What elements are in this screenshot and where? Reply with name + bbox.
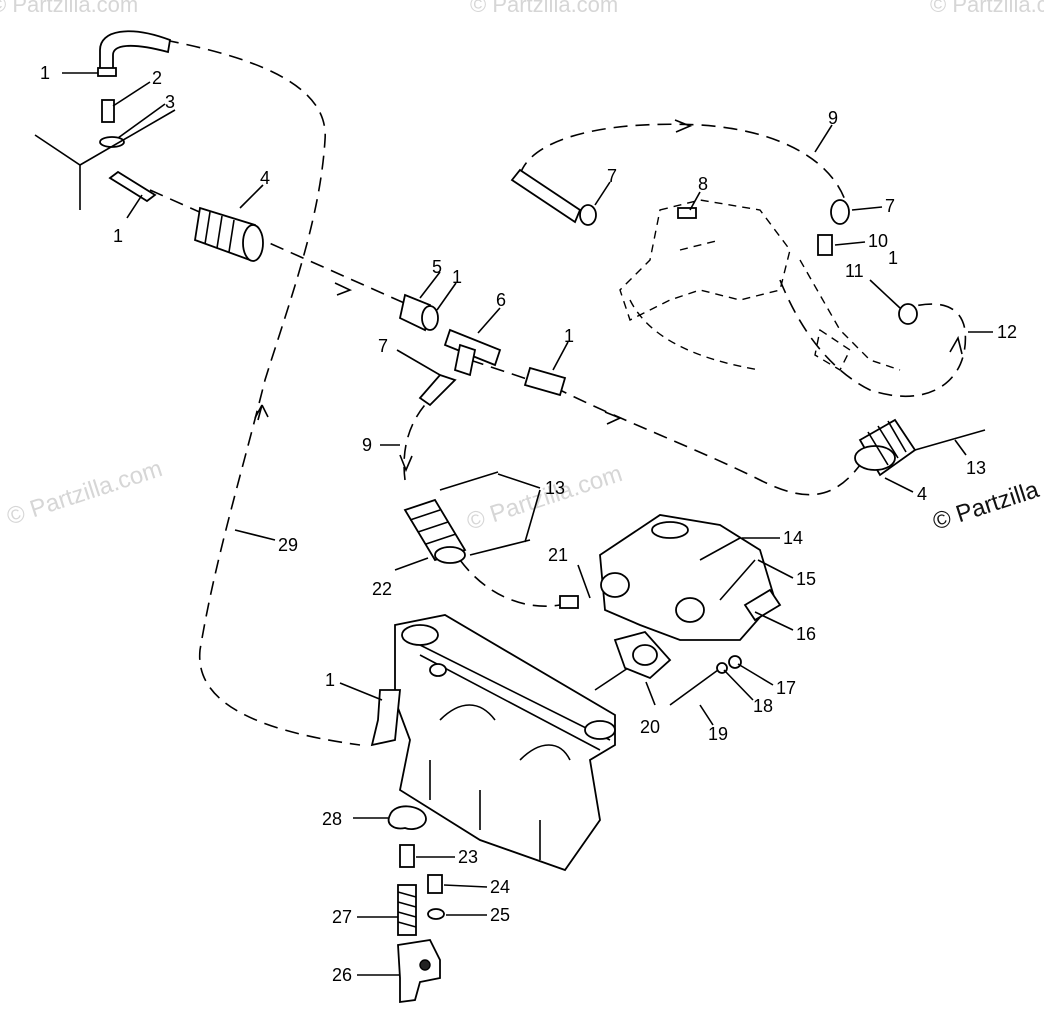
coupler-4-right (854, 418, 917, 477)
clamp-7-top (579, 204, 597, 226)
tie-strap-13-lower (469, 539, 531, 556)
arrow-main-1 (334, 282, 353, 296)
coupler-22 (403, 498, 467, 564)
callout-25: 25 (490, 905, 510, 925)
callout-13-right: 13 (966, 458, 986, 478)
callout-26: 26 (332, 965, 352, 985)
callout-16: 16 (796, 624, 816, 644)
fitting-2 (101, 99, 115, 123)
coupler-1-mid (523, 366, 567, 397)
callout-17: 17 (776, 678, 796, 698)
hose-route-29 (164, 39, 361, 746)
hose-7-top (510, 168, 582, 224)
callout-6: 6 (496, 290, 506, 310)
callout-5: 5 (432, 257, 442, 277)
callout-12: 12 (997, 322, 1017, 342)
callout-4-right: 4 (917, 484, 927, 504)
tank-edge (34, 109, 176, 210)
washer-25 (427, 908, 445, 920)
watermark-top-mid: © Partzilla.com (470, 0, 618, 17)
callout-18: 18 (753, 696, 773, 716)
clamp-5 (421, 305, 439, 331)
watermark-top-right: © Partzilla.com (930, 0, 1044, 17)
hose-1-lower (370, 689, 401, 747)
callout-1-lower: 1 (325, 670, 335, 690)
callout-3: 3 (165, 92, 175, 112)
bolt-15 (719, 559, 756, 601)
arrow-main-2 (604, 411, 623, 425)
callout-1-elbow: 1 (40, 63, 50, 83)
callout-7-lower: 7 (378, 336, 388, 356)
callout-9-left: 9 (362, 435, 372, 455)
sensor-26 (397, 939, 441, 1004)
callout-27: 27 (332, 907, 352, 927)
callout-8: 8 (698, 174, 708, 194)
tee-fitting-6 (443, 328, 502, 377)
tie-strap-13-right (914, 429, 986, 451)
callout-13-left: 13 (545, 478, 565, 498)
callout-9-top: 9 (828, 108, 838, 128)
callout-1-fitting: 1 (113, 226, 123, 246)
callout-20: 20 (640, 717, 660, 737)
callout-7-top: 7 (607, 166, 617, 186)
callout-15: 15 (796, 569, 816, 589)
fitting-21 (559, 595, 579, 609)
callout-1-coupler: 1 (564, 326, 574, 346)
leader-lines (62, 72, 993, 976)
callout-11: 11 (845, 261, 864, 281)
bolt-14 (699, 537, 741, 561)
callout-29: 29 (278, 535, 298, 555)
callout-23: 23 (458, 847, 478, 867)
callout-21: 21 (548, 545, 568, 565)
clamp-11 (898, 303, 918, 325)
tie-strap-13-upper (439, 471, 499, 491)
clamp-7-right (830, 199, 850, 225)
arrow-9-left (399, 454, 413, 473)
callout-10: 10 (868, 231, 888, 251)
plug-23 (399, 844, 415, 868)
hose-route-22 (459, 559, 561, 607)
washer-17 (728, 655, 742, 669)
fitting-8 (677, 207, 697, 219)
hose-clamp-top (97, 67, 117, 77)
hose-route-12 (779, 279, 967, 398)
gasket-20-hole (632, 644, 658, 666)
bolt-24 (427, 874, 443, 894)
exhaust-manifold-16 (599, 514, 782, 641)
callout-2: 2 (152, 68, 162, 88)
fitting-1-left (108, 170, 157, 203)
callout-14: 14 (783, 528, 803, 548)
hose-route-9-left (403, 389, 441, 481)
callout-4-left: 4 (260, 168, 270, 188)
watermark-top-left: © Partzilla.com (0, 0, 138, 17)
callout-19: 19 (708, 724, 728, 744)
callout-1-hose5: 1 (452, 267, 462, 287)
coupler-4-left (193, 206, 264, 262)
hose-7-lower (418, 373, 457, 407)
cylinder-assembly (394, 614, 616, 872)
watermark-right: © Partzilla (930, 476, 1043, 536)
callout-1-right: 1 (888, 248, 898, 268)
manifold-outline (619, 199, 901, 371)
arrow-up-29 (254, 404, 269, 421)
callout-24: 24 (490, 877, 510, 897)
hose-route-9-top (519, 123, 846, 201)
gasket-28 (387, 805, 427, 830)
callout-28: 28 (322, 809, 342, 829)
callout-22: 22 (372, 579, 392, 599)
elbow-hose-top (99, 30, 172, 71)
arrow-top-9 (674, 119, 693, 133)
bolt-19 (669, 669, 719, 706)
hose-route-main (149, 189, 871, 496)
watermark-left: © Partzilla.com (4, 455, 166, 531)
manifold-outline-2 (629, 299, 851, 371)
arrow-12 (949, 335, 963, 355)
spring-27 (397, 884, 417, 936)
fitting-10 (817, 234, 833, 256)
callout-7-right: 7 (885, 196, 895, 216)
